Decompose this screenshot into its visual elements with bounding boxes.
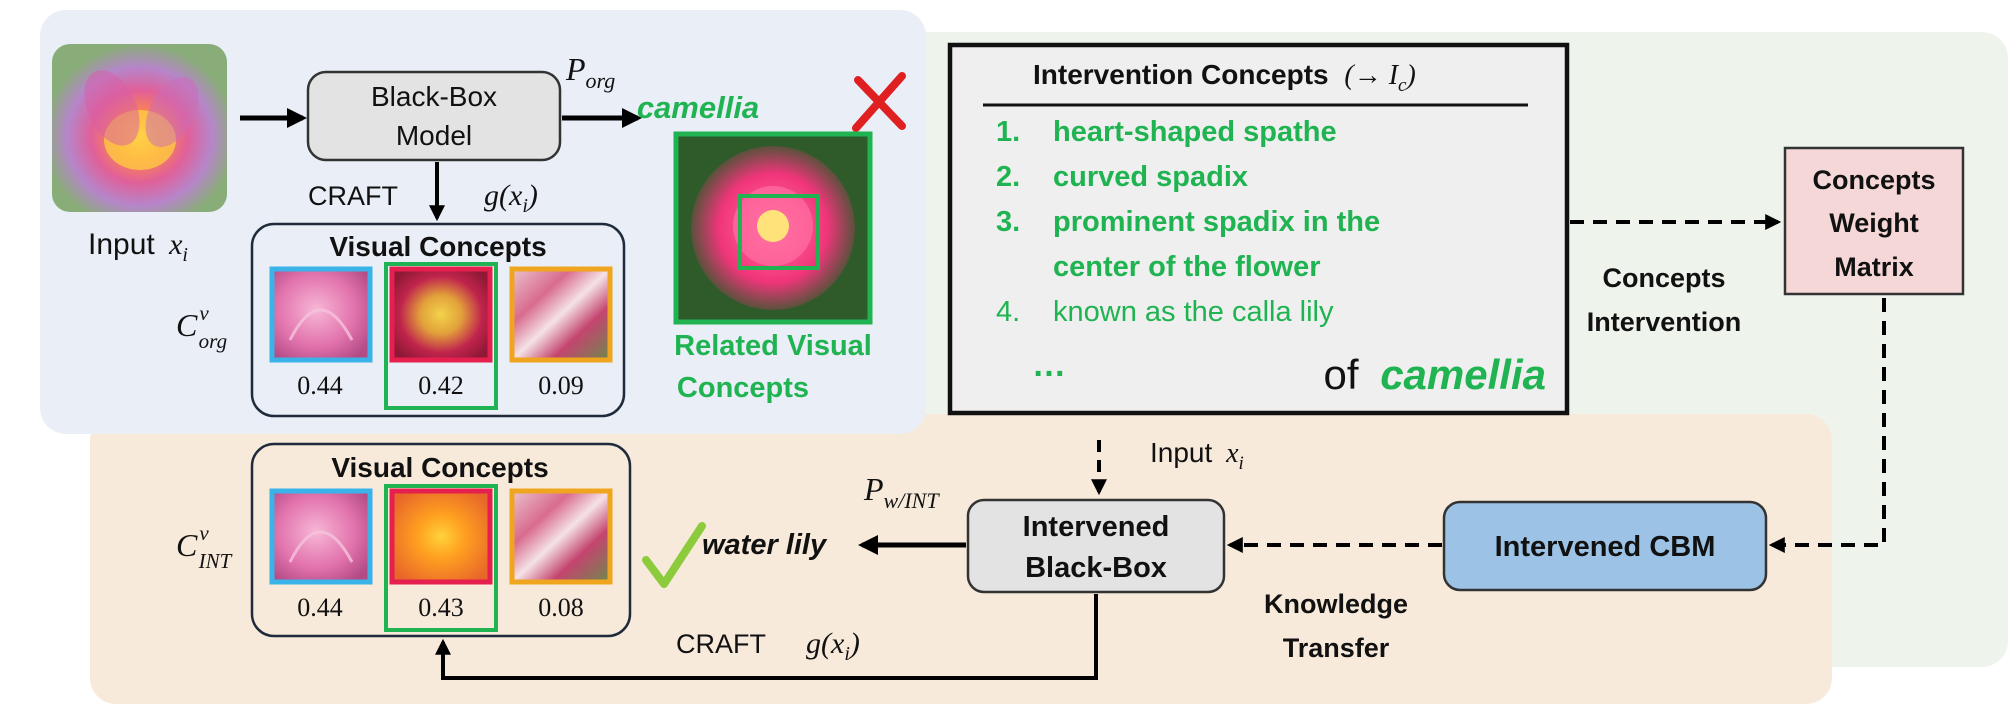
input-image bbox=[52, 44, 227, 212]
input-label-bottom: Input xi bbox=[1150, 437, 1244, 474]
p-org-label: Porg bbox=[565, 51, 615, 93]
craft-label-top: CRAFT bbox=[308, 181, 398, 211]
thumb-top-1 bbox=[269, 266, 373, 363]
concept-ellipsis: … bbox=[1032, 346, 1066, 384]
weight-matrix-2: Weight bbox=[1829, 208, 1919, 238]
camellia-image bbox=[673, 131, 873, 325]
g-xi-top: g(xi) bbox=[484, 179, 538, 217]
concepts-intervention-1: Concepts bbox=[1602, 263, 1725, 293]
intervened-blackbox bbox=[966, 498, 1226, 594]
thumb-top-2 bbox=[389, 266, 493, 363]
score-bottom-2: 0.43 bbox=[418, 593, 464, 622]
camellia-label: camellia bbox=[637, 90, 759, 125]
intervened-blackbox-2: Black-Box bbox=[1025, 552, 1167, 584]
related-concepts-2: Concepts bbox=[677, 372, 809, 404]
water-lily-label: water lily bbox=[702, 529, 828, 561]
cross-icon bbox=[852, 72, 906, 132]
score-bottom-3: 0.08 bbox=[538, 593, 584, 622]
thumb-bottom-2-highlight bbox=[384, 484, 498, 632]
arrow-weight-to-cbm bbox=[1768, 298, 1886, 553]
concept-text-3: prominent spadix in the bbox=[1053, 206, 1380, 238]
concept-num-1: 1. bbox=[996, 116, 1020, 148]
visual-concepts-panel-top bbox=[250, 222, 626, 418]
score-bottom-1: 0.44 bbox=[297, 593, 343, 622]
thumb-bottom-2 bbox=[389, 488, 493, 585]
concept-text-4: known as the calla lily bbox=[1053, 296, 1334, 328]
intervened-blackbox-1: Intervened bbox=[1023, 511, 1170, 543]
arrow-craft-feedback bbox=[435, 594, 1098, 680]
thumb-top-2-highlight bbox=[384, 262, 498, 410]
intervention-title: Intervention Concepts (→ Ic) bbox=[1033, 59, 1416, 96]
blackbox-model bbox=[306, 70, 562, 162]
blackbox-label-2: Model bbox=[396, 120, 472, 151]
thumb-bottom-3 bbox=[509, 488, 613, 585]
of-camellia: of camellia bbox=[1324, 351, 1547, 398]
visual-concepts-panel-bottom bbox=[250, 442, 632, 638]
concept-num-3: 3. bbox=[996, 206, 1020, 238]
concepts-weight-matrix bbox=[1783, 146, 1965, 296]
concept-num-4: 4. bbox=[996, 296, 1020, 328]
knowledge-transfer-1: Knowledge bbox=[1264, 589, 1408, 619]
visual-concepts-title-bottom: Visual Concepts bbox=[331, 452, 548, 483]
concept-text-3b: center of the flower bbox=[1053, 251, 1321, 283]
p-w-int-label: Pw/INT bbox=[863, 471, 940, 513]
intervened-cbm-label: Intervened CBM bbox=[1495, 531, 1716, 563]
score-top-3: 0.09 bbox=[538, 371, 584, 400]
concept-text-2: curved spadix bbox=[1053, 161, 1248, 193]
score-top-1: 0.44 bbox=[297, 371, 343, 400]
blackbox-label-1: Black-Box bbox=[371, 81, 497, 112]
weight-matrix-1: Concepts bbox=[1812, 165, 1935, 195]
thumb-top-3 bbox=[509, 266, 613, 363]
thumb-bottom-1 bbox=[269, 488, 373, 585]
concept-num-2: 2. bbox=[996, 161, 1020, 193]
g-xi-bottom: g(xi) bbox=[806, 627, 860, 665]
intervened-cbm bbox=[1442, 500, 1768, 592]
knowledge-transfer-2: Transfer bbox=[1283, 633, 1390, 663]
orange-region bbox=[90, 414, 1832, 704]
weight-matrix-3: Matrix bbox=[1834, 252, 1914, 282]
score-top-2: 0.42 bbox=[418, 371, 464, 400]
related-concepts-1: Related Visual bbox=[674, 330, 872, 362]
visual-concepts-title-top: Visual Concepts bbox=[329, 231, 546, 262]
craft-label-bottom: CRAFT bbox=[676, 629, 766, 659]
input-label: Input xi bbox=[88, 228, 188, 266]
check-icon bbox=[642, 522, 706, 588]
concepts-intervention-2: Intervention bbox=[1587, 307, 1742, 337]
concept-text-1: heart-shaped spathe bbox=[1053, 116, 1337, 148]
